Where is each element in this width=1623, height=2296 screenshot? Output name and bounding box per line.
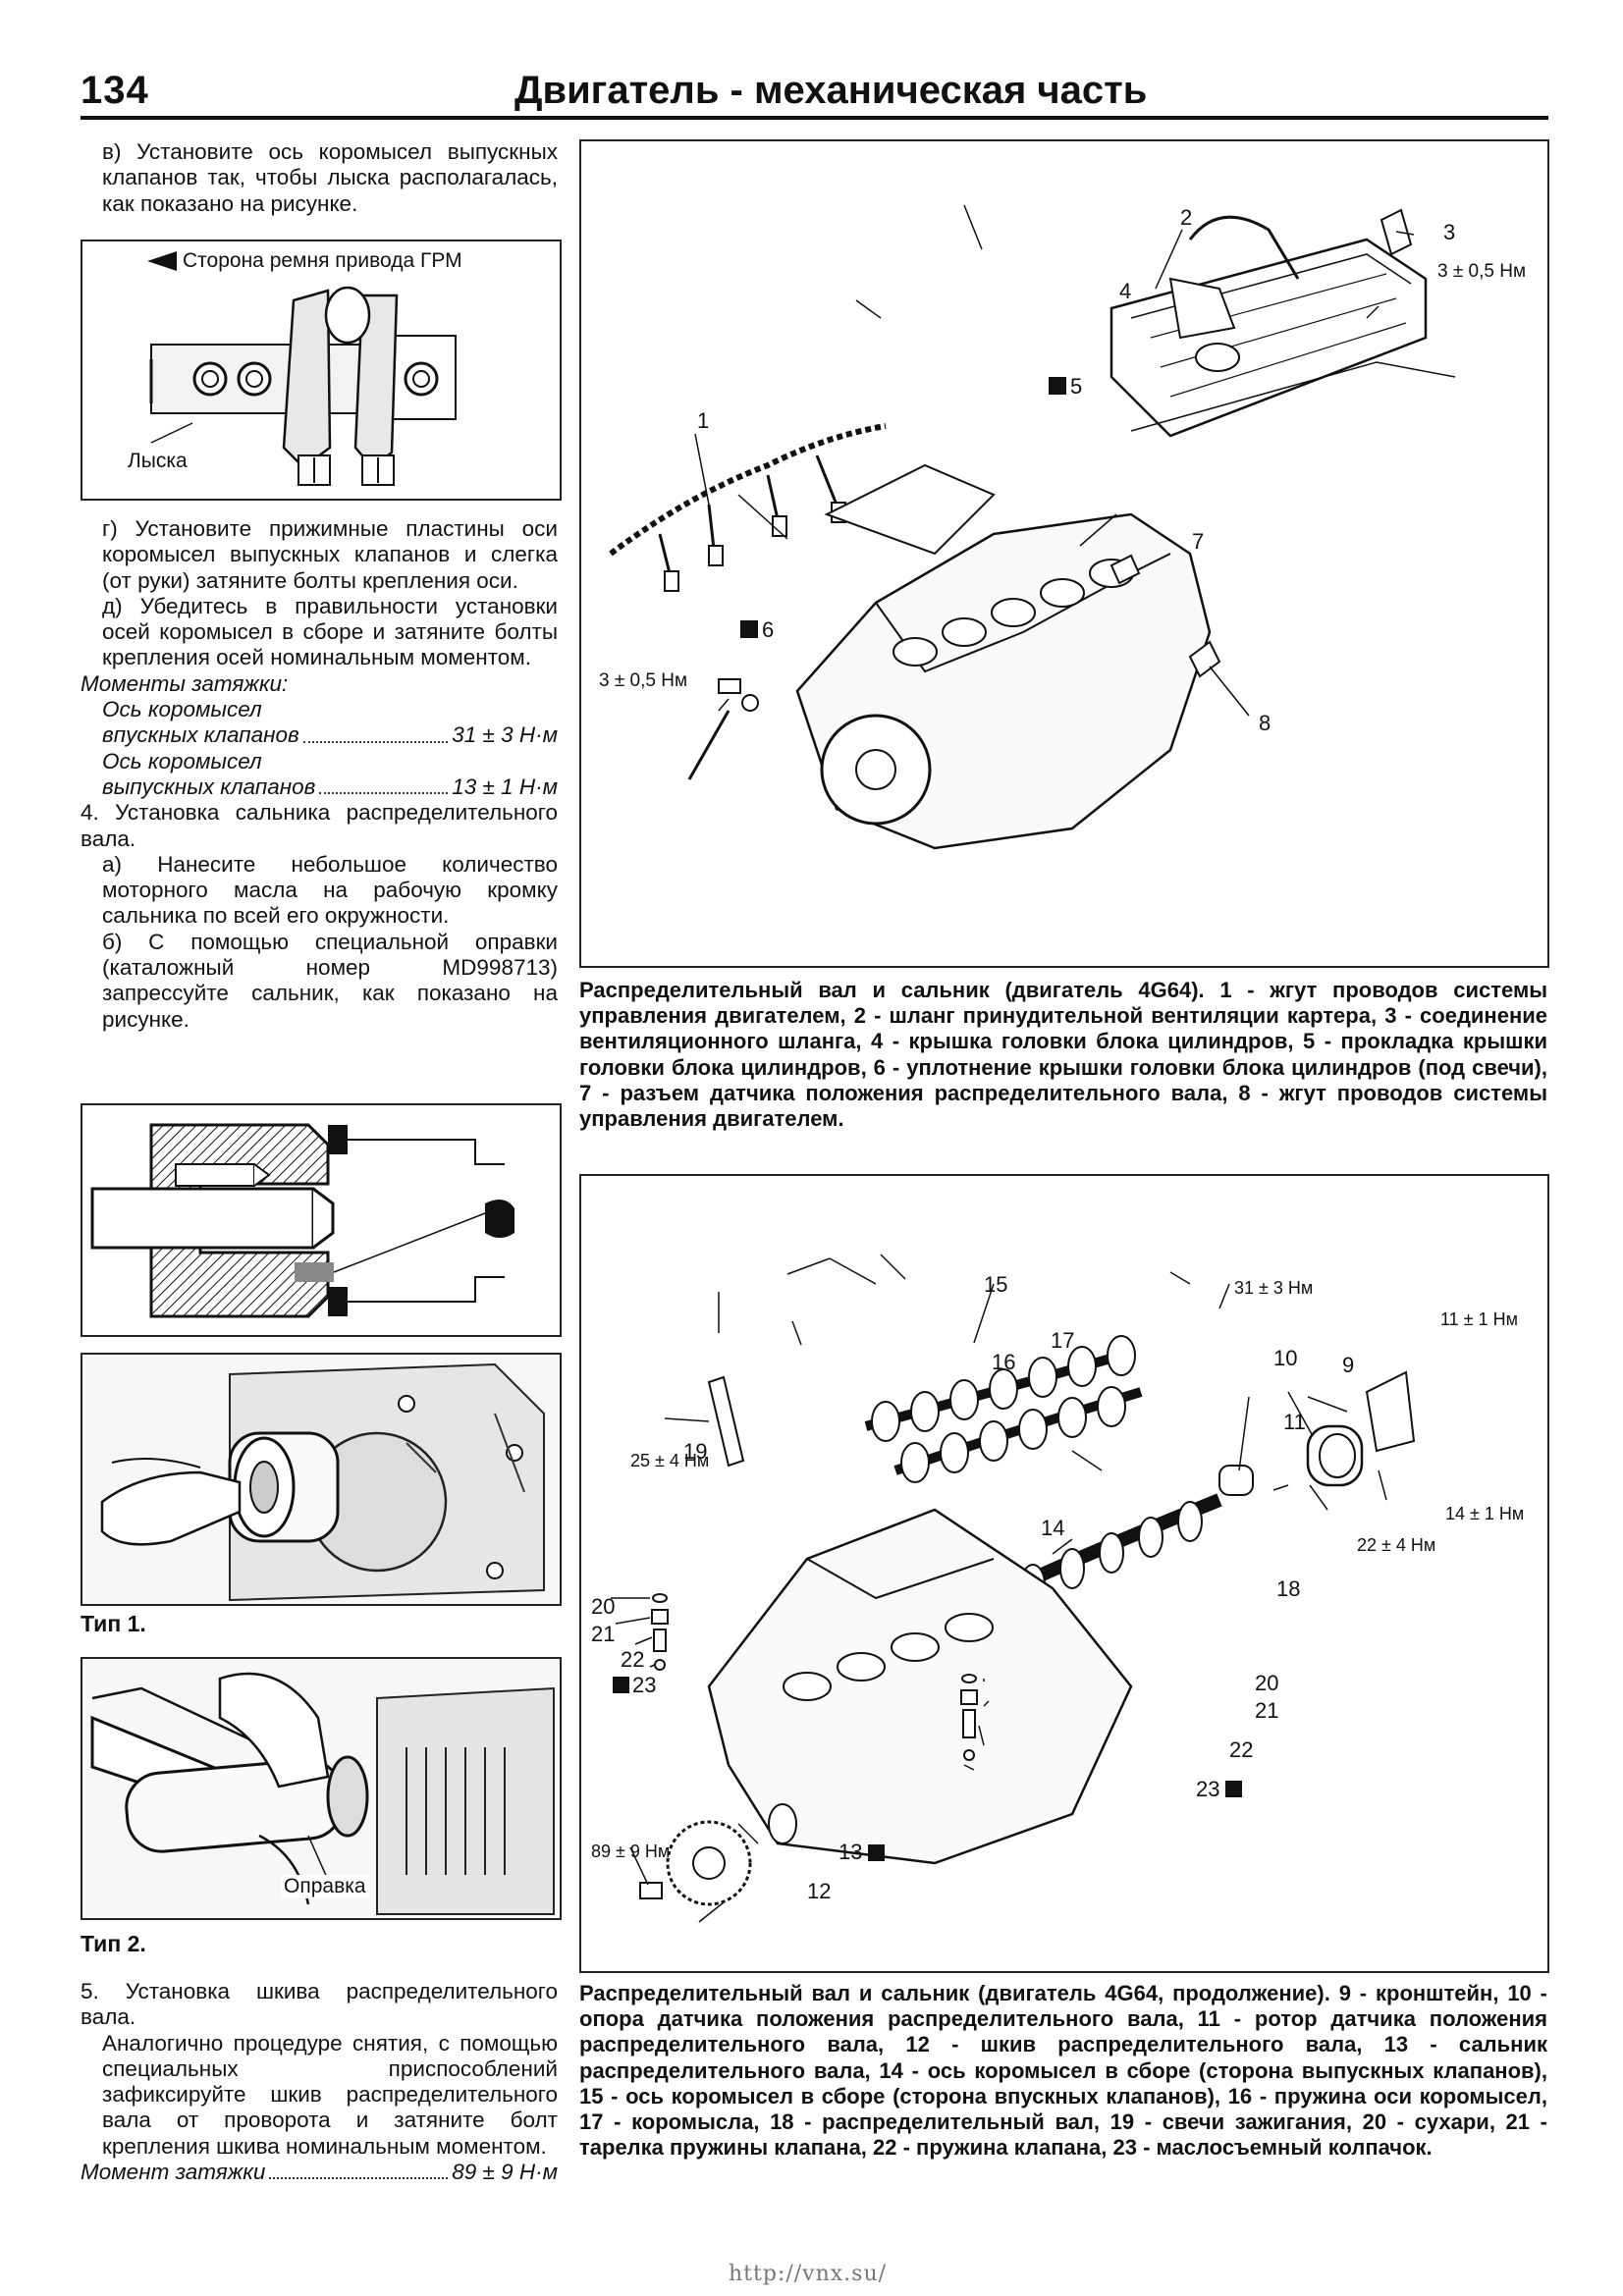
engine-4g64-figure: 1 2 3 4 5 6 7 8 3 ± 0,5 Нм 3 ± 0,5 Нм — [579, 139, 1549, 968]
svg-text:14 ± 1 Нм: 14 ± 1 Нм — [1445, 1504, 1524, 1523]
type1-figure — [81, 1353, 562, 1606]
svg-text:2: 2 — [1180, 205, 1192, 230]
type2-label: Тип 2. — [81, 1931, 146, 1956]
svg-text:22: 22 — [1229, 1737, 1253, 1762]
svg-text:21: 21 — [1255, 1698, 1278, 1723]
torque-exhaust-line1: Ось коромысел — [102, 748, 262, 774]
svg-text:18: 18 — [1276, 1576, 1300, 1601]
svg-text:23: 23 — [632, 1673, 656, 1697]
bottom-caption-text: Распределительный вал и сальник (двигате… — [579, 1981, 1547, 2161]
step-v-text: в) Установите ось коромысел выпускных кл… — [102, 139, 558, 216]
flat-label: Лыска — [128, 450, 188, 472]
footer-url[interactable]: http://vnx.su/ — [729, 2262, 888, 2286]
torque-intake-value: 31 ± 3 Н·м — [452, 722, 558, 748]
step-v: в) Установите ось коромысел выпускных кл… — [81, 139, 558, 217]
type1-label: Тип 1. — [81, 1611, 146, 1636]
torque-heading: Моменты затяжки: — [81, 670, 289, 696]
svg-text:15: 15 — [984, 1272, 1007, 1297]
svg-text:1: 1 — [697, 408, 709, 433]
step5-heading: 5. Установка шкива распределительного ва… — [81, 1979, 558, 2030]
svg-text:3 ± 0,5 Нм: 3 ± 0,5 Нм — [1437, 261, 1526, 282]
svg-text:3 ± 0,5 Нм: 3 ± 0,5 Нм — [599, 670, 687, 691]
step4-a-text: а) Нанесите небольшое количество моторно… — [102, 851, 558, 929]
svg-text:22 ± 4 Нм: 22 ± 4 Нм — [1357, 1535, 1435, 1555]
torque-pulley-row: Момент затяжки 89 ± 9 Н·м — [81, 2160, 558, 2185]
page-title: Двигатель - механическая часть — [514, 69, 1148, 112]
svg-text:31 ± 3 Нм: 31 ± 3 Нм — [1234, 1278, 1313, 1298]
svg-text:9: 9 — [1342, 1353, 1354, 1377]
dot-leader — [302, 722, 449, 743]
step-d-text: д) Убедитесь в правильности установки ос… — [102, 593, 558, 670]
svg-text:5: 5 — [1070, 374, 1082, 399]
page-number: 134 — [81, 69, 149, 112]
svg-text:22: 22 — [621, 1647, 644, 1672]
step-g-text: г) Установите прижимные пластины оси кор… — [102, 516, 558, 593]
torque-intake-line1: Ось коромысел — [102, 697, 262, 722]
steps-g-d: г) Установите прижимные пластины оси кор… — [81, 516, 558, 1033]
torque-intake-row: впускных клапанов 31 ± 3 Н·м — [81, 722, 558, 748]
svg-text:20: 20 — [591, 1594, 615, 1619]
header-rule — [81, 116, 1548, 120]
step5: 5. Установка шкива распределительного ва… — [81, 1979, 558, 2185]
svg-text:16: 16 — [992, 1350, 1015, 1374]
torque-exhaust-value: 13 ± 1 Н·м — [452, 774, 558, 799]
step5-text: Аналогично процедуре снятия, с помощью с… — [102, 2030, 558, 2159]
svg-text:11: 11 — [1283, 1410, 1306, 1434]
svg-text:11 ± 1 Нм: 11 ± 1 Нм — [1440, 1309, 1518, 1329]
rocker-shaft-figure: Сторона ремня привода ГРМ Лыска — [81, 240, 562, 501]
step4-b-text: б) С помощью специальной оправки (катало… — [102, 929, 558, 1032]
svg-text:25 ± 4 Нм: 25 ± 4 Нм — [630, 1451, 709, 1470]
engine-4g64-continued-figure: 9 10 11 12 13 14 15 16 17 18 19 20 21 22… — [579, 1174, 1549, 1973]
svg-text:14: 14 — [1041, 1516, 1064, 1540]
svg-text:13: 13 — [839, 1840, 862, 1864]
svg-text:4: 4 — [1119, 279, 1131, 303]
top-caption-text: Распределительный вал и сальник (двигате… — [579, 978, 1547, 1132]
svg-text:7: 7 — [1192, 529, 1204, 554]
tool-label: Оправка — [281, 1875, 369, 1898]
torque-pulley-label: Момент затяжки — [81, 2160, 266, 2185]
svg-text:23: 23 — [1196, 1777, 1219, 1801]
svg-text:20: 20 — [1255, 1671, 1278, 1695]
torque-exhaust-row: выпускных клапанов 13 ± 1 Н·м — [81, 774, 558, 800]
torque-exhaust-label: выпускных клапанов — [102, 774, 316, 799]
belt-side-label: Сторона ремня привода ГРМ — [183, 249, 462, 272]
svg-text:19: 19 — [683, 1439, 707, 1464]
step4-heading: 4. Установка сальника распределительного… — [81, 800, 558, 851]
svg-text:3: 3 — [1443, 220, 1455, 244]
dot-leader — [319, 774, 449, 795]
svg-text:6: 6 — [762, 617, 774, 642]
torque-pulley-value: 89 ± 9 Н·м — [452, 2160, 558, 2185]
svg-text:12: 12 — [807, 1879, 831, 1903]
bottom-figure-caption: Распределительный вал и сальник (двигате… — [579, 1981, 1547, 2161]
torque-intake-label: впускных клапанов — [102, 722, 299, 748]
seal-press-figure — [81, 1103, 562, 1337]
svg-text:10: 10 — [1273, 1346, 1297, 1370]
type2-figure: Оправка — [81, 1657, 562, 1920]
svg-text:17: 17 — [1051, 1328, 1074, 1353]
dot-leader — [269, 2160, 449, 2180]
svg-text:89 ± 9 Нм: 89 ± 9 Нм — [591, 1842, 670, 1861]
svg-text:8: 8 — [1259, 711, 1271, 735]
svg-text:21: 21 — [591, 1622, 615, 1646]
top-figure-caption: Распределительный вал и сальник (двигате… — [579, 978, 1547, 1132]
